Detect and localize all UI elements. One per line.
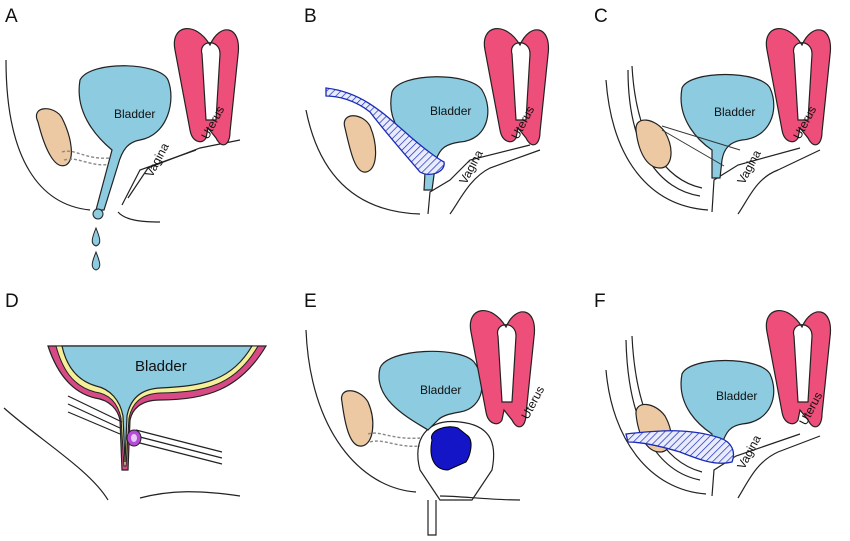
body-outline <box>305 109 421 215</box>
perineum-outline <box>117 211 161 223</box>
vaginal-canal <box>417 420 495 501</box>
sling-mesh <box>625 430 735 464</box>
leak-drop <box>91 226 101 247</box>
bladder <box>378 350 483 431</box>
leak-drop <box>91 250 101 271</box>
bladder-label: Bladder <box>716 389 757 403</box>
panel-c: C Bladder Vagina Uterus <box>594 6 832 215</box>
pelvic-floor-lines <box>67 395 123 435</box>
body-outline <box>605 79 709 211</box>
bladder <box>61 345 254 463</box>
panel-letter-a: A <box>5 6 18 27</box>
vagina-wall <box>711 147 801 213</box>
uterus <box>765 309 832 428</box>
pubic-bone <box>343 115 377 173</box>
vagina-wall-inner <box>121 149 197 206</box>
vagina-label: Vagina <box>456 147 486 186</box>
vagina-wall <box>427 144 531 215</box>
panel-letter-d: D <box>5 291 19 312</box>
sling-mesh <box>325 87 445 176</box>
ligament <box>61 150 113 166</box>
bladder-label: Bladder <box>714 105 755 119</box>
bladder-label: Bladder <box>420 383 461 397</box>
panel-e: E Bladder Uterus <box>304 291 547 536</box>
device-string <box>427 500 437 536</box>
body-outline <box>305 329 417 493</box>
vagina-wall-inner <box>449 149 541 215</box>
pelvic-floor-lines <box>135 429 223 465</box>
panel-letter-b: B <box>304 6 317 27</box>
bladder-label: Bladder <box>114 107 155 121</box>
vagina-label: Vagina <box>734 147 764 186</box>
leak-drop <box>92 208 104 220</box>
intravaginal-device <box>430 426 472 471</box>
body-outline <box>139 491 241 499</box>
bladder <box>680 74 775 179</box>
panel-letter-c: C <box>594 6 608 27</box>
body-outline <box>605 369 707 495</box>
panel-f: F Bladder Vagina Uterus <box>594 291 832 499</box>
ligament <box>367 432 421 447</box>
panel-letter-f: F <box>594 291 606 312</box>
bladder-label: Bladder <box>135 358 187 375</box>
bladder <box>680 360 775 461</box>
panel-a: A Bladder Vagina Uterus <box>5 6 241 271</box>
panel-letter-e: E <box>304 291 317 312</box>
body-outline <box>5 59 91 211</box>
panel-d: D Bladder <box>3 291 268 501</box>
panel-b: B Bladder Vagina Uterus <box>304 6 550 215</box>
pubic-bone <box>35 108 72 167</box>
body-outline <box>3 407 109 501</box>
pubic-bone <box>341 390 374 447</box>
vagina-wall-inner <box>737 435 821 499</box>
bladder-label: Bladder <box>430 104 471 118</box>
vagina-wall-inner <box>737 149 821 215</box>
pubic-bone <box>635 119 672 169</box>
bulking-agent-core <box>131 434 137 442</box>
colposuspension-suture <box>661 125 741 167</box>
perineum-outline <box>439 495 521 501</box>
bladder <box>78 65 172 211</box>
